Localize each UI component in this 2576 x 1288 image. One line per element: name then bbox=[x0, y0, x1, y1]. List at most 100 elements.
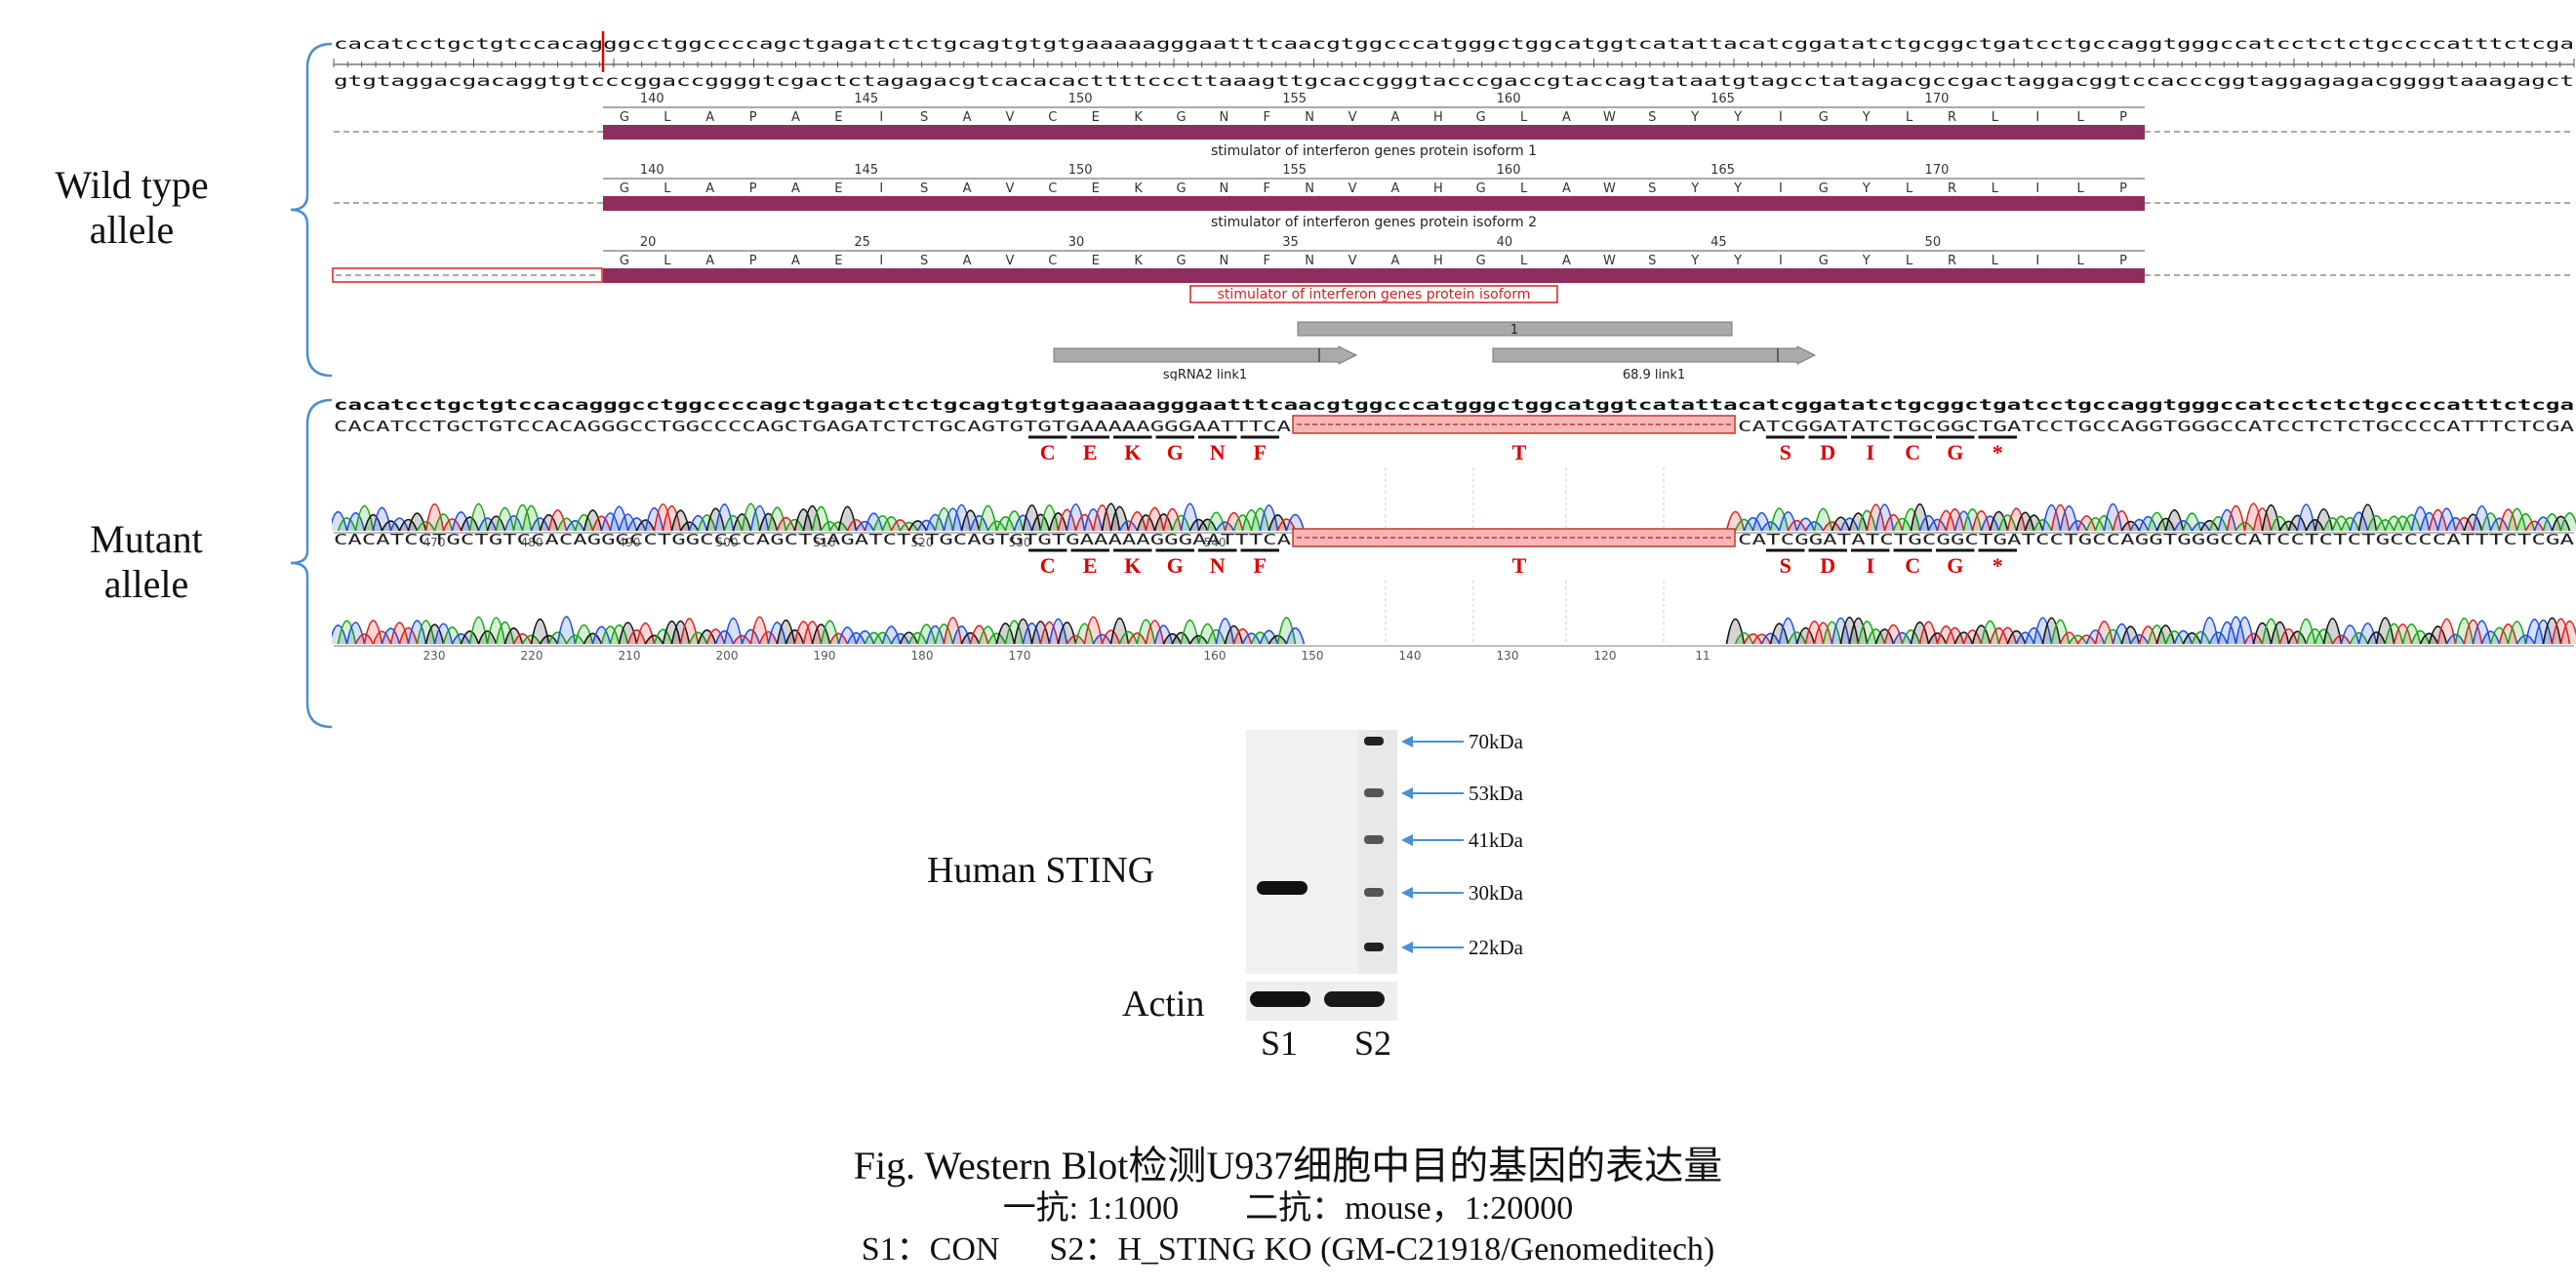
chromatogram-peak bbox=[1109, 505, 1130, 532]
amino-acid-mutant: K bbox=[1124, 440, 1141, 464]
chromatogram-peak bbox=[1180, 503, 1200, 532]
chromatogram-peak bbox=[345, 622, 366, 645]
chromatogram-peak bbox=[925, 513, 946, 532]
chromatogram-peak bbox=[2366, 631, 2387, 645]
chromatogram-peak bbox=[1778, 510, 1798, 532]
amino-acid: H bbox=[1433, 110, 1443, 125]
amino-acid: A bbox=[963, 181, 972, 196]
chromatogram-peak bbox=[828, 521, 849, 532]
amino-acid: A bbox=[1390, 254, 1399, 268]
figure-caption-antibody: 一抗: 1:1000 二抗：mouse，1:20000 bbox=[1002, 1190, 1574, 1227]
chromatogram-peak bbox=[1778, 618, 1798, 645]
chromatogram-peak bbox=[583, 632, 603, 645]
chromatogram-peak bbox=[1127, 510, 1147, 532]
chromatogram-peak bbox=[758, 512, 779, 532]
chromatogram-peak bbox=[1725, 510, 1746, 532]
amino-acid: C bbox=[1048, 181, 1057, 196]
chromatogram-peak bbox=[1206, 511, 1227, 532]
chromatogram-peak bbox=[1022, 504, 1042, 532]
trace-position-label: 500 bbox=[716, 536, 739, 549]
trace-position-label: 470 bbox=[423, 536, 446, 549]
amino-acid: S bbox=[920, 254, 928, 268]
amino-acid-mutant: S bbox=[1780, 440, 1791, 464]
figure-caption-samples: S1：CON S2：H_STING KO (GM-C21918/Genomedi… bbox=[861, 1231, 1715, 1268]
chromatogram-peak bbox=[372, 506, 392, 532]
chromatogram-peak bbox=[521, 504, 542, 532]
chromatogram-peak bbox=[372, 630, 392, 645]
chromatogram-peak bbox=[1848, 617, 1869, 645]
chromatogram-peak bbox=[442, 626, 463, 645]
amino-acid: L bbox=[2077, 254, 2085, 268]
chromatogram-peak bbox=[2252, 507, 2273, 532]
chromatogram-peak bbox=[2024, 626, 2044, 645]
amino-acid: V bbox=[1348, 110, 1357, 125]
chromatogram-peak bbox=[679, 521, 700, 532]
chromatogram-peak bbox=[574, 513, 594, 532]
chromatogram-peak bbox=[697, 514, 717, 532]
chromatogram-peak bbox=[2050, 619, 2071, 645]
chromatogram-peak bbox=[1857, 621, 1877, 645]
amino-acid: S bbox=[1648, 181, 1656, 196]
amino-acid-mutant: G bbox=[1167, 553, 1184, 578]
chromatogram-peak bbox=[2349, 511, 2369, 532]
chromatogram-peak bbox=[2068, 520, 2088, 532]
chromatogram-peak bbox=[1232, 514, 1253, 532]
protein-feature-bar bbox=[603, 196, 2145, 211]
chromatogram-peak bbox=[705, 628, 726, 645]
chromatogram-peak bbox=[749, 616, 770, 645]
chromatogram-peak bbox=[2208, 515, 2229, 532]
residue-number: 170 bbox=[1925, 92, 1950, 106]
chromatogram-peak bbox=[1057, 508, 1077, 532]
marker-band bbox=[1364, 737, 1384, 745]
chromatogram-peak bbox=[1927, 518, 1948, 532]
chromatogram-peak bbox=[872, 631, 893, 645]
amino-acid: V bbox=[1348, 181, 1357, 196]
chromatogram-peak bbox=[2076, 634, 2097, 645]
amino-acid: L bbox=[664, 181, 671, 196]
amino-acid: G bbox=[1176, 254, 1186, 268]
chromatogram-peak bbox=[1153, 513, 1174, 532]
chromatogram-peak bbox=[2155, 624, 2176, 645]
chromatogram-peak bbox=[662, 505, 682, 532]
chromatogram-peak bbox=[714, 629, 735, 645]
residue-number: 155 bbox=[1282, 92, 1307, 106]
chromatogram-peak bbox=[644, 634, 664, 645]
chromatogram-peak bbox=[354, 504, 375, 532]
chromatogram-peak bbox=[1822, 621, 1842, 645]
residue-number: 165 bbox=[1711, 163, 1735, 178]
chromatogram-peak bbox=[1092, 633, 1112, 645]
chromatogram-peak bbox=[995, 515, 1016, 532]
chromatogram-peak bbox=[2261, 504, 2281, 532]
amino-acid: I bbox=[2035, 181, 2039, 196]
trace-position-label: 150 bbox=[1302, 649, 1324, 663]
chromatogram-peak bbox=[1048, 618, 1068, 645]
target-protein-label: Human STING bbox=[927, 850, 1155, 891]
amino-acid: C bbox=[1048, 254, 1057, 268]
chromatogram-peak bbox=[1276, 617, 1297, 645]
amino-acid: F bbox=[1264, 254, 1270, 268]
chromatogram-peak bbox=[442, 518, 463, 532]
chromatogram-peak bbox=[1787, 519, 1807, 532]
wt-sequence-top: cacatcctgctgtccacagggcctggccccagctgagatc… bbox=[334, 35, 2574, 53]
chromatogram-peak bbox=[951, 624, 972, 645]
wildtype-bracket bbox=[290, 42, 333, 378]
chromatogram-peak bbox=[2155, 517, 2176, 532]
amino-acid: S bbox=[920, 110, 928, 125]
chromatogram-peak bbox=[776, 516, 796, 532]
chromatogram-peak bbox=[1769, 623, 1790, 645]
amino-acid-mutant: I bbox=[1866, 553, 1874, 578]
chromatogram-peak bbox=[433, 623, 454, 645]
chromatogram-peak bbox=[2296, 618, 2316, 645]
mutant-label: Mutant allele bbox=[20, 517, 273, 607]
marker-arrowhead bbox=[1401, 887, 1413, 899]
chromatogram-peak bbox=[785, 629, 805, 645]
amino-acid: L bbox=[1906, 254, 1913, 268]
trace-position-label: 130 bbox=[1497, 649, 1519, 663]
chromatogram-peak bbox=[2480, 512, 2501, 532]
chromatogram-peak bbox=[2340, 516, 2360, 532]
chromatogram-peak bbox=[758, 630, 779, 645]
chromatogram-peak bbox=[332, 510, 348, 532]
chromatogram-peak bbox=[2401, 513, 2422, 532]
amino-acid: N bbox=[1220, 110, 1229, 125]
